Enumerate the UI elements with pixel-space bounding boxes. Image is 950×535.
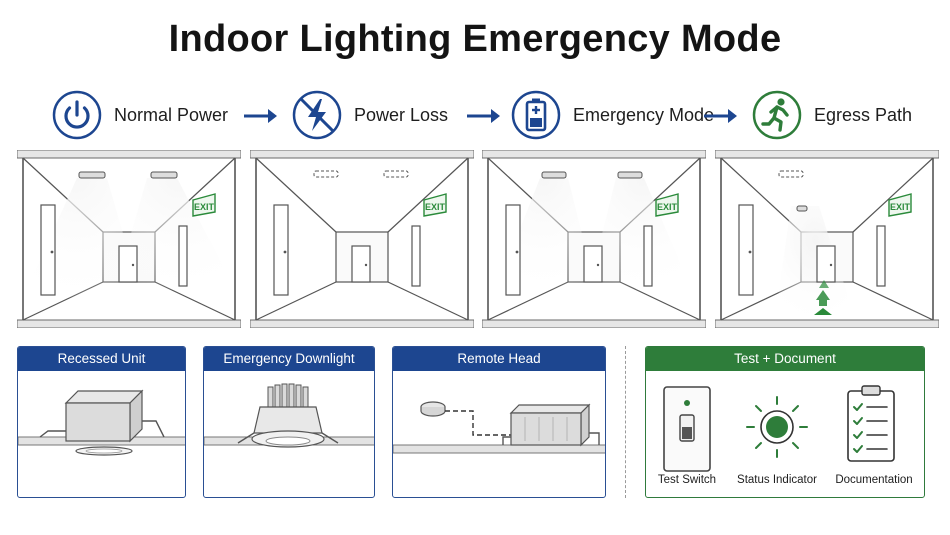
step-label-normal-power: Normal Power	[114, 104, 229, 125]
section-divider	[625, 346, 626, 498]
card-test-document: Test + Document	[645, 346, 925, 498]
exit-sign-text: EXIT	[425, 202, 446, 212]
step-egress-path: Egress Path	[752, 89, 912, 141]
card-remote-head: Remote Head	[392, 346, 606, 498]
page-title: Indoor Lighting Emergency Mode	[168, 18, 782, 60]
hallway-egress-scene: EXIT	[715, 150, 939, 328]
hallway-emergency-scene: EXIT	[482, 150, 706, 328]
card-title-remote-head: Remote Head	[393, 347, 605, 371]
switch-icon	[663, 386, 711, 472]
card-title-test-document: Test + Document	[646, 347, 924, 371]
card-title-recessed-unit: Recessed Unit	[18, 347, 185, 371]
battery-icon	[511, 90, 561, 140]
running-exit-icon	[752, 90, 802, 140]
step-label-emergency-mode: Emergency Mode	[573, 104, 715, 125]
step-label-egress-path: Egress Path	[814, 104, 913, 125]
hallway-normal-scene: EXIT	[17, 150, 241, 328]
label-test-switch: Test Switch	[657, 474, 717, 486]
recessed-unit-illustration	[18, 389, 185, 456]
label-status-indicator: Status Indicator	[737, 474, 817, 486]
card-title-emergency-downlight: Emergency Downlight	[204, 347, 374, 371]
hallway-power-loss-scene: EXIT	[250, 150, 474, 328]
remote-head-illustration	[393, 401, 605, 454]
test-document-illustrations	[663, 385, 895, 472]
power-loss-icon	[292, 90, 342, 140]
emergency-downlight-illustration	[204, 383, 374, 448]
clipboard-icon	[847, 385, 895, 462]
card-recessed-unit: Recessed Unit	[17, 346, 186, 498]
arrow-right-icon	[467, 109, 500, 123]
exit-sign-text: EXIT	[194, 202, 215, 212]
step-label-power-loss: Power Loss	[354, 104, 449, 125]
arrow-right-icon	[244, 109, 277, 123]
power-icon	[52, 90, 102, 140]
label-documentation: Documentation	[835, 474, 913, 486]
exit-sign-text: EXIT	[890, 202, 911, 212]
egress-floor-arrows	[814, 280, 832, 315]
step-emergency-mode: Emergency Mode	[511, 89, 714, 141]
arrow-right-icon	[704, 109, 737, 123]
card-emergency-downlight: Emergency Downlight	[203, 346, 375, 498]
step-normal-power: Normal Power	[52, 89, 228, 141]
step-power-loss: Power Loss	[292, 89, 448, 141]
status-indicator-icon	[746, 396, 808, 458]
exit-sign-text: EXIT	[657, 202, 678, 212]
